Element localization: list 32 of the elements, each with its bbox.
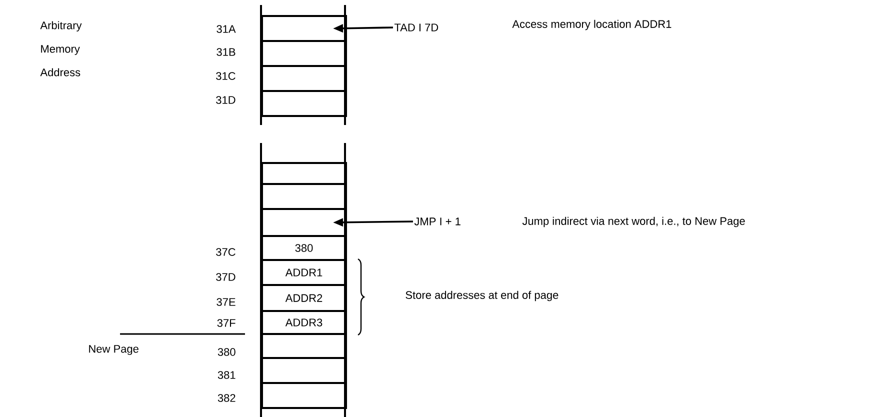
address-label: 31D: [216, 96, 236, 104]
address-label: 31A: [216, 25, 236, 33]
memory-cell: [261, 162, 347, 185]
address-label: 31B: [216, 48, 236, 56]
note-text: Store addresses at end of page: [406, 290, 558, 302]
memory-cell: [261, 333, 347, 359]
memory-cell: [261, 15, 347, 42]
memory-cell: 380: [261, 235, 347, 261]
note-text: New Page: [89, 345, 138, 355]
address-label: 382: [218, 394, 236, 402]
memory-cell: [261, 40, 347, 67]
memory-cell: [261, 90, 347, 117]
instruction-text: JMP I + 1: [414, 218, 460, 226]
note-text: Arbitrary Memory Address: [40, 21, 82, 76]
memory-cell: [261, 357, 347, 384]
note-text: Access memory location ADDR1: [512, 20, 672, 30]
memory-cell: ADDR2: [261, 284, 347, 312]
memory-cell: [261, 382, 347, 409]
address-label: 37E: [216, 298, 236, 306]
memory-cell: ADDR3: [261, 310, 347, 335]
address-label: 380: [218, 348, 236, 356]
instruction-text: TAD I 7D: [394, 24, 438, 32]
address-label: 37D: [216, 273, 236, 281]
note-text: Jump indirect via next word, i.e., to New Page: [522, 216, 745, 228]
memory-cell: [261, 65, 347, 92]
address-label: 381: [218, 371, 236, 379]
memory-cell: [261, 183, 347, 210]
memory-cell: [261, 208, 347, 237]
address-label: 37C: [216, 248, 236, 256]
address-label: 31C: [216, 72, 236, 80]
address-label: 37F: [217, 319, 236, 327]
memory-cell: ADDR1: [261, 259, 347, 286]
